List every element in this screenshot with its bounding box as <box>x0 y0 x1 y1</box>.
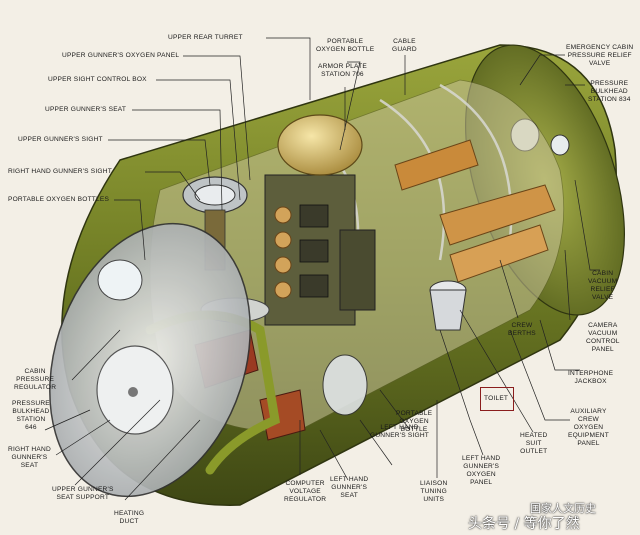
label-upper-gunner-seat-support: UPPER GUNNER'S SEAT SUPPORT <box>52 486 114 501</box>
label-auxiliary-oxygen-panel: AUXILIARY CREW OXYGEN EQUIPMENT PANEL <box>568 408 609 447</box>
label-camera-vacuum-control-panel: CAMERA VACUUM CONTROL PANEL <box>586 322 620 353</box>
label-cable-guard: CABLE GUARD <box>392 38 417 53</box>
label-heated-suit-outlet: HEATED SUIT OUTLET <box>520 432 548 455</box>
forward-window <box>97 259 143 301</box>
label-emergency-valve: EMERGENCY CABIN PRESSURE RELIEF VALVE <box>566 44 634 67</box>
label-cabin-vacuum-relief-valve: CABIN VACUUM RELIEF VALVE <box>588 270 618 301</box>
label-toilet: TOILET <box>484 395 509 402</box>
label-portable-oxygen-bottles: PORTABLE OXYGEN BOTTLES <box>8 196 110 203</box>
label-left-hand-gunner-seat: LEFT HAND GUNNER'S SEAT <box>330 476 369 499</box>
crew-berths <box>394 139 556 283</box>
label-left-hand-gunner-oxygen-panel: LEFT HAND GUNNER'S OXYGEN PANEL <box>462 455 501 486</box>
equipment-racks <box>264 174 376 326</box>
watermark-account: 头条号 / 等你了然 <box>468 516 580 532</box>
label-upper-sight-control-box: UPPER SIGHT CONTROL BOX <box>48 76 147 83</box>
vacuum-relief-valve-part <box>550 134 570 156</box>
label-pressure-bulkhead-834: PRESSURE BULKHEAD STATION 834 <box>588 80 631 103</box>
label-pressure-bulkhead-646: PRESSURE BULKHEAD STATION 646 <box>12 400 50 431</box>
label-interphone-jackbox: INTERPHONE JACKBOX <box>568 370 614 385</box>
toilet-fixture <box>429 280 467 331</box>
label-computer-voltage-regulator: COMPUTER VOLTAGE REGULATOR <box>284 480 327 503</box>
label-portable-oxygen-bottle-bottom: PORTABLE OXYGEN BOTTLE <box>396 410 433 433</box>
label-upper-gunner-seat: UPPER GUNNER'S SEAT <box>45 106 127 113</box>
label-upper-rear-turret: UPPER REAR TURRET <box>168 34 243 41</box>
label-cabin-pressure-regulator: CABIN PRESSURE REGULATOR <box>14 368 57 391</box>
toilet-highlight-box <box>480 387 514 411</box>
label-liaison-tuning-units: LIAISON TUNING UNITS <box>420 480 448 503</box>
label-armor-plate: ARMOR PLATE STATION 706 <box>318 63 367 78</box>
label-crew-berths: CREW BERTHS <box>508 322 536 337</box>
label-portable-oxygen-bottle-top: PORTABLE OXYGEN BOTTLE <box>316 38 375 53</box>
label-heating-duct: HEATING DUCT <box>114 510 145 525</box>
forward-hatch-hub <box>128 387 138 397</box>
watermark-source: 国家人文历史 <box>530 502 596 515</box>
label-left-hand-gunner-sight: LEFT HAND GUNNER'S SIGHT <box>370 424 430 439</box>
label-upper-gunner-oxygen-panel: UPPER GUNNER'S OXYGEN PANEL <box>62 52 180 59</box>
label-right-hand-gunner-sight: RIGHT HAND GUNNER'S SIGHT <box>8 168 112 175</box>
leader-lines <box>44 37 600 501</box>
label-right-hand-gunner-seat: RIGHT HAND GUNNER'S SEAT <box>8 446 51 469</box>
left-gunner-blister <box>322 354 368 416</box>
label-upper-gunner-sight: UPPER GUNNER'S SIGHT <box>18 136 103 143</box>
armor-plate-dome <box>277 114 363 176</box>
